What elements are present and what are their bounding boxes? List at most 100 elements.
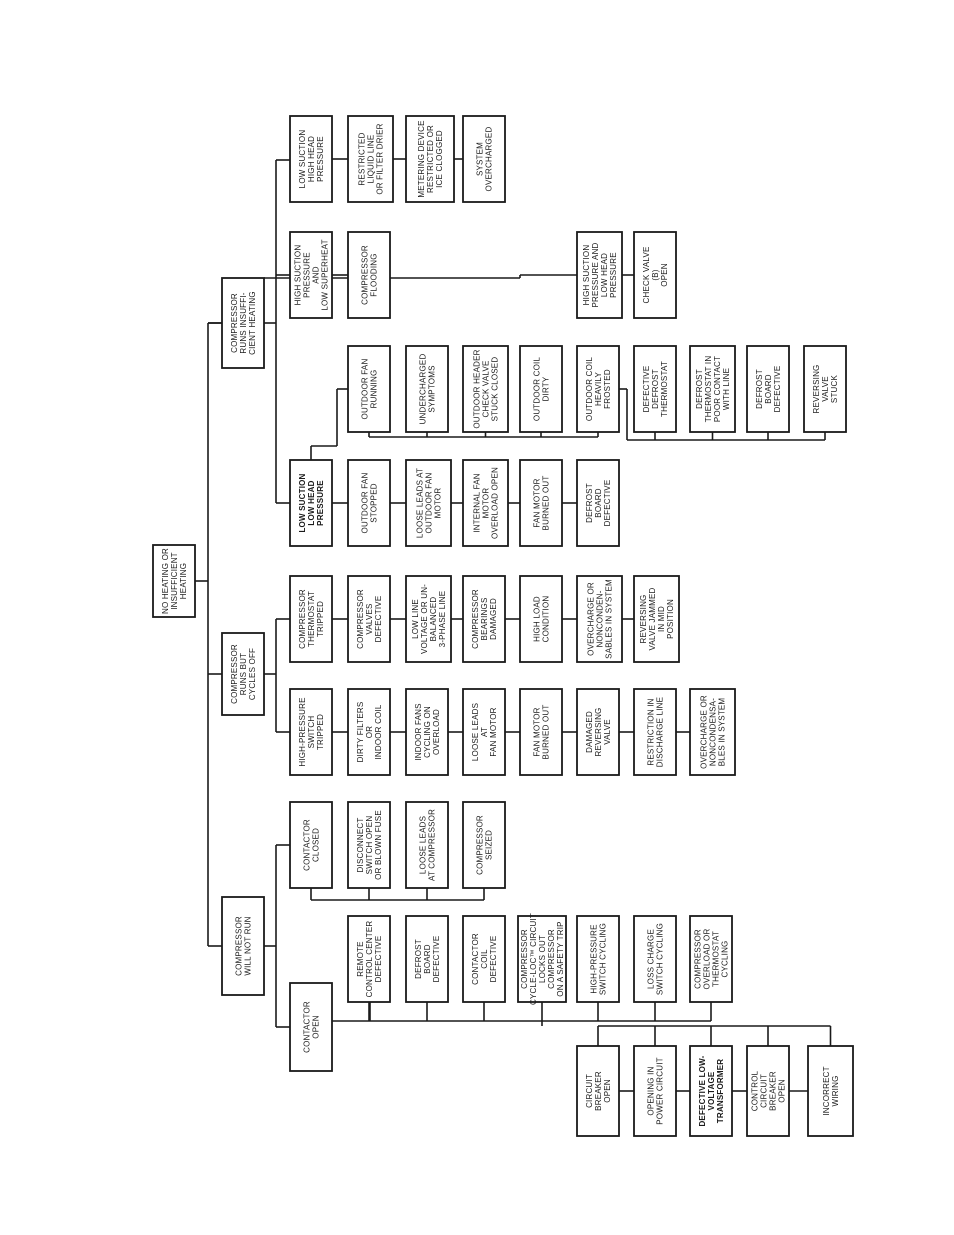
box-low-suction-low-head: LOW SUCTIONLOW HEADPRESSURE: [289, 459, 333, 547]
box-indoor-fans: INDOOR FANSCYCLING ONOVERLOAD: [405, 688, 449, 776]
box-label: COMPRESSORTHERMOSTATTRIPPED: [298, 589, 325, 649]
box-contactor-open: CONTACTOROPEN: [289, 982, 333, 1072]
box-label: METERING DEVICERESTRICTED ORICE CLOGGED: [417, 120, 444, 197]
box-cycle-loc: COMPRESSORCYCLE-LOC™ CIRCUITLOCKS OUTCOM…: [517, 913, 567, 1005]
box-remote-control: REMOTECONTROL CENTERDEFECTIVE: [347, 915, 391, 1003]
box-comp-tstat: COMPRESSORTHERMOSTATTRIPPED: [289, 575, 333, 663]
box-label: DEFROSTBOARDDEFECTIVE: [585, 480, 612, 527]
box-opening-power: OPENING INPOWER CIRCUIT: [633, 1045, 677, 1137]
box-overcharged: SYSTEMOVERCHARGED: [462, 115, 506, 203]
box-label: REVERSINGVALVE JAMMEDIN MIDPOSITION: [639, 587, 675, 650]
box-label: LOOSE LEADSATFAN MOTOR: [471, 703, 498, 761]
box-label: UNDERCHARGEDSYMPTOMS: [419, 354, 437, 425]
box-flooding: COMPRESSORFLOODING: [347, 231, 391, 319]
box-hs-low-sh: HIGH SUCTIONPRESSUREANDLOW SUPERHEAT: [289, 231, 333, 319]
box-restricted-liquid: RESTRICTEDLIQUID LINEOR FILTER DRIER: [347, 115, 394, 203]
box-hp-tripped: HIGH-PRESSURESWITCHTRIPPED: [289, 688, 333, 776]
box-label: COMPRESSORVALVESDEFECTIVE: [356, 589, 383, 649]
box-label: DEFROSTBOARDDEFECTIVE: [414, 936, 441, 983]
box-loose-leads-od: LOOSE LEADS ATOUTDOOR FANMOTOR: [405, 459, 452, 547]
box-internal-overload: INTERNAL FANMOTOROVERLOAD OPEN: [462, 459, 509, 547]
box-label: COMPRESSORRUNS BUTCYCLES OFF: [230, 644, 257, 704]
box-comp-seized: COMPRESSORSEIZED: [462, 801, 506, 889]
box-label: HIGH SUCTIONPRESSUREANDLOW SUPERHEAT: [294, 239, 330, 310]
box-label: COMPRESSORSEIZED: [476, 815, 494, 875]
box-od-fan-stopped: OUTDOOR FANSTOPPED: [347, 459, 391, 547]
box-defrost-tstat: DEFECTIVEDEFROSTTHERMOSTAT: [633, 345, 677, 433]
box-label: HIGH LOADCONDITION: [533, 596, 551, 643]
box-label: CONTACTOROPEN: [303, 1001, 321, 1053]
box-restriction: RESTRICTION INDISCHARGE LINE: [633, 688, 677, 776]
box-label: INTERNAL FANMOTOROVERLOAD OPEN: [473, 467, 500, 539]
box-cycles-off: COMPRESSORRUNS BUTCYCLES OFF: [221, 632, 265, 716]
box-label: OVERCHARGE ORNONCONDEN-SABLES IN SYSTEM: [587, 579, 614, 659]
box-comp-valves: COMPRESSORVALVESDEFECTIVE: [347, 575, 391, 663]
box-contactor-coil: CONTACTORCOILDEFECTIVE: [462, 915, 506, 1003]
box-label: SYSTEMOVERCHARGED: [476, 127, 494, 192]
box-metering: METERING DEVICERESTRICTED ORICE CLOGGED: [405, 115, 455, 203]
box-label: FAN MOTORBURNED OUT: [533, 476, 551, 531]
box-label: LOW SUCTIONLOW HEADPRESSURE: [298, 473, 325, 532]
box-label: LOOSE LEADSAT COMPRESSOR: [419, 809, 437, 881]
box-hs-low-head: HIGH SUCTIONPRESSURE ANDLOW HEADPRESSURE: [576, 231, 623, 319]
box-check-valve-b: CHECK VALVE(B)OPEN: [633, 231, 677, 319]
box-overload-cycling: COMPRESSOROVERLOAD ORTHERMOSTATCYCLING: [689, 915, 733, 1003]
box-label: DEFECTIVE LOW-VOLTAGETRANSFORMER: [698, 1055, 725, 1126]
box-tstat-poor-contact: DEFROSTTHERMOSTAT INPOOR CONTACTWITH LIN…: [689, 345, 736, 433]
box-od-coil-frosted: OUTDOOR COILHEAVILYFROSTED: [576, 345, 620, 433]
box-label: DIRTY FILTERSORINDOOR COIL: [356, 702, 383, 763]
box-label: OUTDOOR FANRUNNING: [361, 359, 379, 420]
box-overcharge-1: OVERCHARGE ORNONCONDENSA-BLES IN SYSTEM: [689, 688, 736, 776]
box-label: DEFROSTBOARDDEFECTIVE: [755, 366, 782, 413]
box-loose-leads-fan: LOOSE LEADSATFAN MOTOR: [462, 688, 506, 776]
box-defrost-board-1: DEFROSTBOARDDEFECTIVE: [405, 915, 449, 1003]
box-label: REMOTECONTROL CENTERDEFECTIVE: [356, 921, 383, 998]
box-dirty-filters: DIRTY FILTERSORINDOOR COIL: [347, 688, 391, 776]
box-label: COMPRESSORBEARINGSDAMAGED: [471, 589, 498, 649]
box-label: LOSS CHARGESWITCH CYCLING: [647, 923, 665, 995]
box-label: COMPRESSORFLOODING: [361, 245, 379, 305]
box-label: CONTACTORCLOSED: [303, 819, 321, 871]
box-contactor-closed: CONTACTORCLOSED: [289, 801, 333, 889]
box-damaged-rv: DAMAGEDREVERSINGVALVE: [576, 688, 620, 776]
box-label: COMPRESSORCYCLE-LOC™ CIRCUITLOCKS OUTCOM…: [520, 913, 565, 1005]
box-will-not-run: COMPRESSORWILL NOT RUN: [221, 896, 265, 996]
box-label: DEFECTIVEDEFROSTTHERMOSTAT: [642, 361, 669, 417]
box-hp-switch-cycling: HIGH-PRESSURESWITCH CYCLING: [576, 915, 620, 1003]
box-low-line: LOW LINEVOLTAGE OR UN-BALANCED3-PHASE LI…: [405, 575, 452, 663]
box-label: OUTDOOR HEADERCHECK VALVESTUCK CLOSED: [473, 349, 500, 428]
box-label: DISCONNECTSWITCH OPENOR BLOWN FUSE: [356, 810, 383, 880]
box-label: CONTACTORCOILDEFECTIVE: [471, 933, 498, 985]
box-label: LOW SUCTIONHIGH HEADPRESSURE: [298, 130, 325, 189]
box-od-fan-running: OUTDOOR FANRUNNING: [347, 345, 391, 433]
box-label: RESTRICTION INDISCHARGE LINE: [647, 697, 665, 767]
box-loose-leads-comp: LOOSE LEADSAT COMPRESSOR: [405, 801, 449, 889]
box-bearings: COMPRESSORBEARINGSDAMAGED: [462, 575, 506, 663]
box-control-breaker: CONTROLCIRCUITBREAKEROPEN: [746, 1045, 790, 1137]
box-label: REVERSINGVALVESTUCK: [812, 365, 839, 414]
box-rv-stuck: REVERSINGVALVESTUCK: [803, 345, 847, 433]
box-label: DEFROSTTHERMOSTAT INPOOR CONTACTWITH LIN…: [695, 356, 731, 423]
box-fan-burned-2: FAN MOTORBURNED OUT: [519, 459, 563, 547]
box-disconnect: DISCONNECTSWITCH OPENOR BLOWN FUSE: [347, 801, 391, 889]
box-label: OVERCHARGE ORNONCONDENSA-BLES IN SYSTEM: [700, 695, 727, 769]
box-incorrect-wiring: INCORRECTWIRING: [807, 1045, 854, 1137]
box-ls-high-head: LOW SUCTIONHIGH HEADPRESSURE: [289, 115, 333, 203]
box-undercharged: UNDERCHARGEDSYMPTOMS: [405, 345, 449, 433]
box-label: HIGH-PRESSURESWITCHTRIPPED: [298, 697, 325, 766]
box-root: NO HEATING ORINSUFFICIENTHEATING: [152, 544, 196, 618]
box-insufficient: COMPRESSORRUNS INSUFFI-CIENT HEATING: [221, 277, 265, 369]
box-overcharge-2: OVERCHARGE ORNONCONDEN-SABLES IN SYSTEM: [576, 575, 623, 663]
box-label: COMPRESSORWILL NOT RUN: [235, 916, 253, 976]
box-label: INCORRECTWIRING: [822, 1066, 840, 1115]
box-label: OUTDOOR COILDIRTY: [533, 357, 551, 422]
box-label: OUTDOOR COILHEAVILYFROSTED: [585, 357, 612, 422]
box-rv-jammed: REVERSINGVALVE JAMMEDIN MIDPOSITION: [633, 575, 680, 663]
box-label: INDOOR FANSCYCLING ONOVERLOAD: [414, 703, 441, 760]
box-label: HIGH-PRESSURESWITCH CYCLING: [590, 923, 608, 995]
box-label: FAN MOTORBURNED OUT: [533, 705, 551, 760]
box-od-header: OUTDOOR HEADERCHECK VALVESTUCK CLOSED: [462, 345, 509, 433]
box-label: CONTROLCIRCUITBREAKEROPEN: [751, 1070, 787, 1111]
box-od-coil-dirty: OUTDOOR COILDIRTY: [519, 345, 563, 433]
box-label: HIGH SUCTIONPRESSURE ANDLOW HEADPRESSURE: [582, 242, 618, 307]
